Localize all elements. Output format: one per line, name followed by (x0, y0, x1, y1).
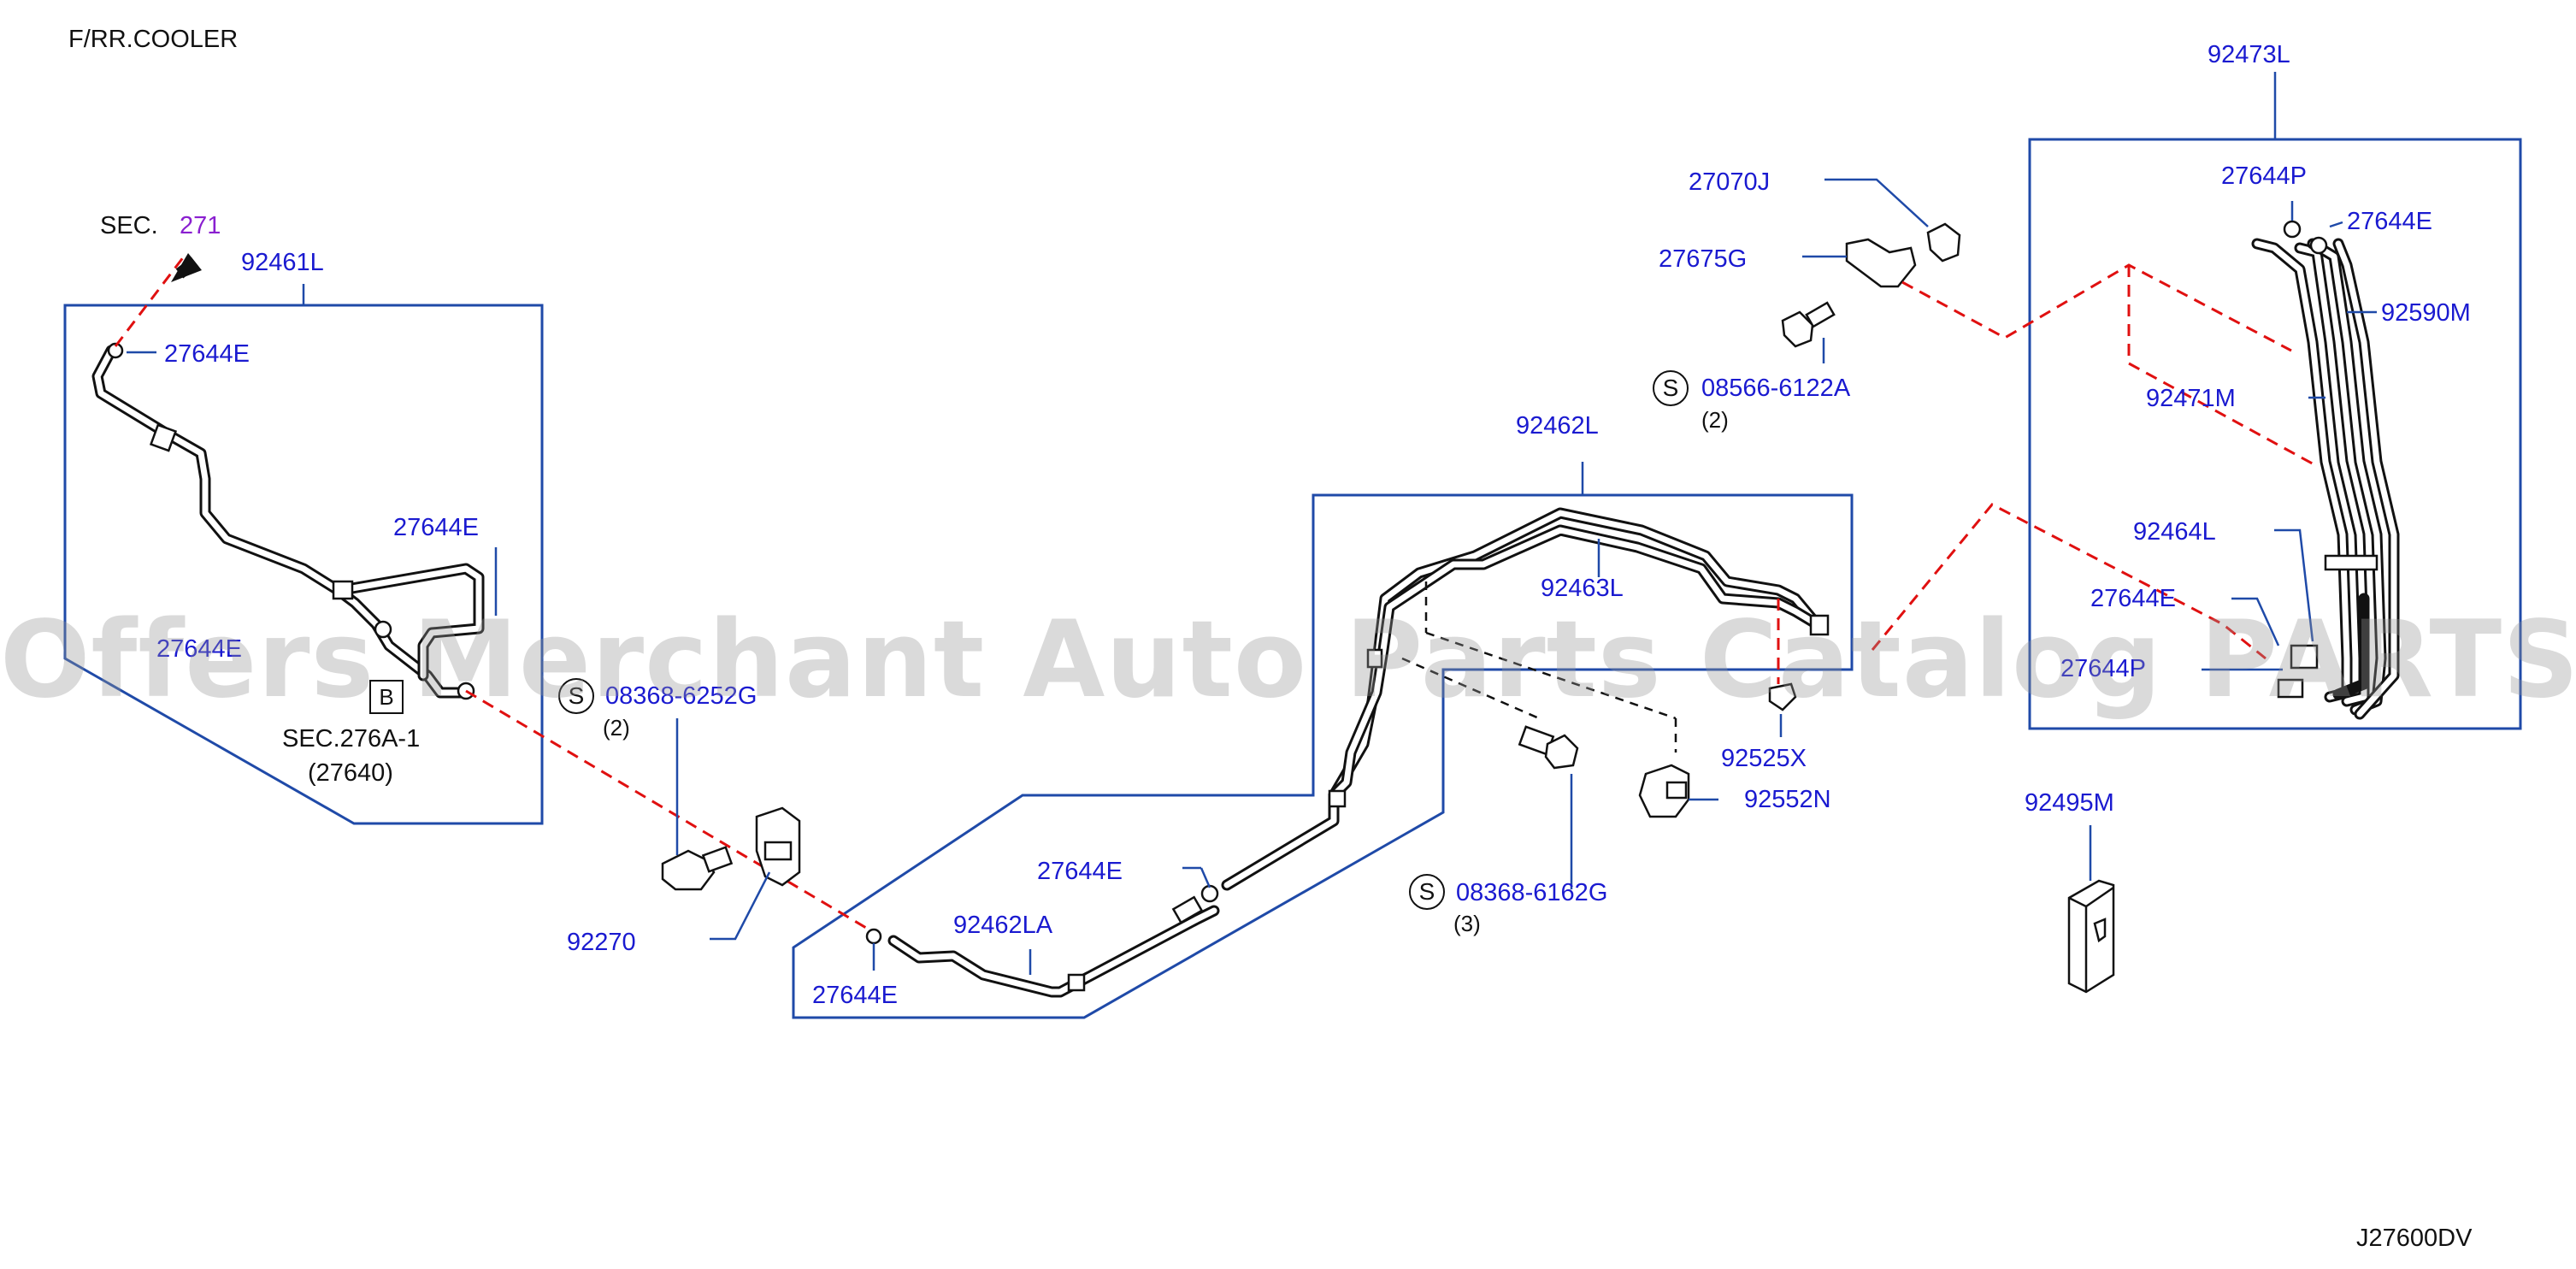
clip-92552N (1638, 764, 1690, 818)
part-92590M[interactable]: 92590M (2381, 299, 2471, 327)
sec-276a-1-link[interactable]: SEC.276A-1 (282, 725, 421, 753)
sec-prefix: SEC. (100, 212, 158, 239)
part-92270[interactable]: 92270 (567, 929, 636, 956)
part-92552N[interactable]: 92552N (1744, 786, 1831, 813)
bolt-08368-6162G (1518, 725, 1579, 770)
part-92461L[interactable]: 92461L (241, 249, 324, 276)
diagram-code: J27600DV (2356, 1225, 2473, 1252)
part-92463L[interactable]: 92463L (1541, 575, 1624, 602)
part-27644E-g[interactable]: 27644E (2090, 585, 2176, 612)
part-27644E-b[interactable]: 27644E (393, 514, 479, 541)
part-27644E-c[interactable]: 27644E (156, 635, 242, 663)
part-92462L[interactable]: 92462L (1516, 412, 1599, 440)
part-92464L[interactable]: 92464L (2133, 518, 2216, 546)
part-08368-6162G[interactable]: 08368-6162G (1456, 879, 1608, 906)
pipe-92462L (1221, 507, 1830, 891)
qty-3: (3) (1453, 911, 1481, 936)
standard-mark-icon-3: S (1653, 370, 1689, 406)
part-08566-6122A[interactable]: 08566-6122A (1701, 375, 1851, 402)
frame-92462L (792, 493, 1854, 1019)
page-title: F/RR.COOLER (68, 26, 239, 53)
part-27644P-a[interactable]: 27644P (2221, 162, 2307, 190)
part-92462LA[interactable]: 92462LA (953, 912, 1053, 939)
part-27644P-b[interactable]: 27644P (2060, 655, 2146, 682)
part-08368-6252G[interactable]: 08368-6252G (605, 682, 757, 710)
part-92473L[interactable]: 92473L (2208, 41, 2290, 68)
part-27644E-a[interactable]: 27644E (164, 340, 250, 368)
pipe-92461L (91, 342, 485, 700)
tag-92495M (2067, 879, 2115, 994)
clip-92525X (1768, 682, 1797, 711)
standard-mark-icon-2: S (1409, 874, 1445, 910)
standard-mark-icon: S (558, 678, 594, 714)
bracket-92270 (661, 806, 801, 891)
part-92495M[interactable]: 92495M (2025, 789, 2114, 817)
part-92471M[interactable]: 92471M (2146, 385, 2236, 412)
view-b-box: B (369, 680, 404, 714)
part-27070J[interactable]: 27070J (1689, 168, 1771, 196)
bracket-27675G (1781, 222, 1961, 348)
part-27675G[interactable]: 27675G (1659, 245, 1748, 273)
qty-2-b: (2) (1701, 407, 1729, 433)
sec-271-link[interactable]: 271 (180, 212, 221, 239)
pipe-92462LA (865, 884, 1220, 998)
qty-2-a: (2) (603, 715, 630, 741)
part-27644E-e[interactable]: 27644E (1037, 858, 1123, 885)
frame-92461L (63, 304, 544, 825)
part-27644E-d[interactable]: 27644E (812, 982, 898, 1009)
part-27644E-f[interactable]: 27644E (2347, 208, 2432, 235)
part-92525X[interactable]: 92525X (1721, 745, 1807, 772)
pipes-92473L (2251, 220, 2400, 720)
sec-276-part: (27640) (308, 759, 393, 787)
